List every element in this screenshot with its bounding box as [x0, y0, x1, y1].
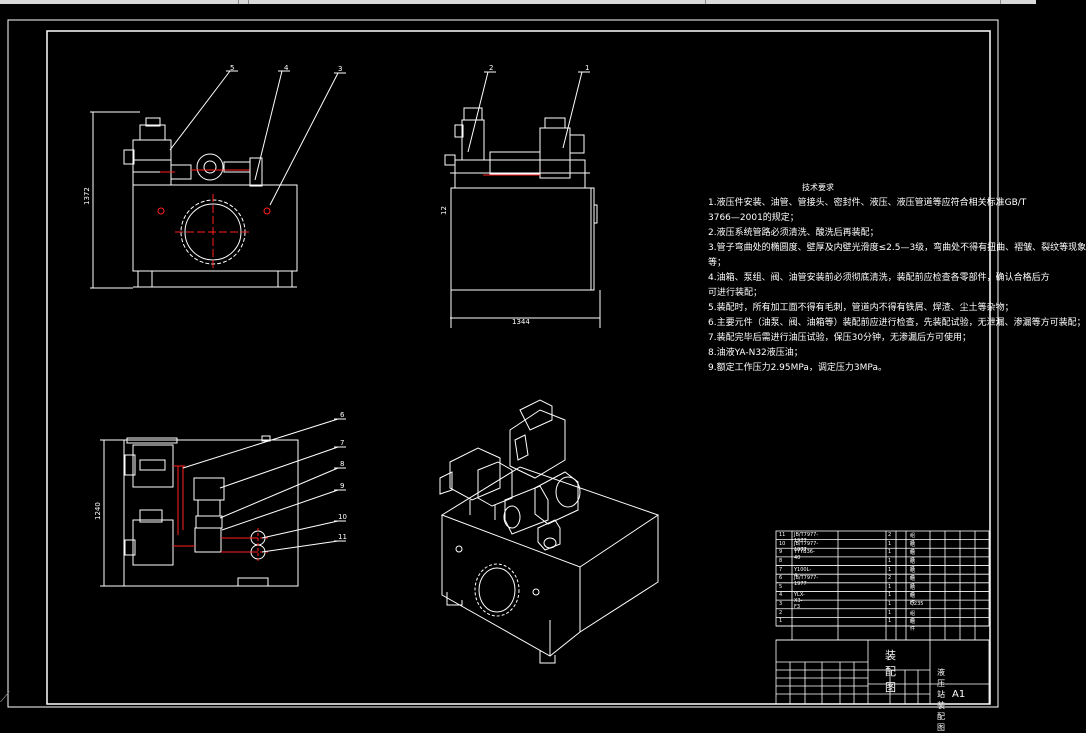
- parts-cell-no: 10: [779, 540, 786, 547]
- leader-label-3: 3: [338, 65, 343, 73]
- parts-cell-qty: 1: [888, 609, 892, 616]
- parts-cell-mat: 组件: [910, 619, 916, 633]
- svg-text:1344: 1344: [512, 318, 530, 326]
- parts-cell-no: 2: [779, 609, 783, 616]
- parts-cell-qty: 1: [888, 583, 892, 590]
- parts-cell-mat: 组件: [910, 576, 916, 590]
- parts-cell-code: Y100L-4: [794, 566, 812, 579]
- plan-view-leaders: [182, 418, 346, 553]
- ucs-icon: ⟋: [0, 690, 10, 706]
- outer-border: [7, 19, 999, 708]
- side-view: 1344 12: [440, 107, 601, 328]
- tech-line: 等；: [708, 258, 727, 268]
- svg-text:1372: 1372: [83, 187, 91, 205]
- parts-cell-no: 6: [779, 575, 783, 582]
- tech-line: 8.油液YA-N32液压油；: [708, 348, 803, 358]
- tech-line: 可进行装配；: [708, 288, 763, 298]
- parts-cell-code: YLX-X3-F3: [794, 592, 805, 611]
- drawing-title: 装配图: [885, 649, 896, 694]
- parts-cell-qty: 1: [888, 549, 892, 556]
- inner-border: [46, 30, 991, 705]
- parts-cell-no: 3: [779, 601, 783, 608]
- parts-cell-mat: 组件: [910, 533, 916, 546]
- tech-line: 5.装配时，所有加工面不得有毛刺，管道内不得有铁屑、焊渣、尘土等杂物；: [708, 303, 1014, 313]
- side-view-leaders: [467, 71, 590, 153]
- cad-drawing: 1372 1344 12: [7, 19, 999, 708]
- leader-label-7: 7: [340, 439, 345, 447]
- parts-cell-code: JB/T7977-1977: [794, 540, 819, 553]
- parts-cell-no: 8: [779, 557, 783, 564]
- parts-cell-code: JB/T7977-1977: [794, 532, 819, 544]
- leader-label-4: 4: [284, 64, 289, 72]
- parts-cell-mat: Q235: [910, 601, 924, 608]
- parts-cell-mat: 组件: [910, 550, 916, 564]
- parts-cell-mat: 组件: [910, 593, 916, 607]
- parts-cell-qty: 2: [888, 575, 892, 582]
- leader-label-6: 6: [340, 411, 345, 419]
- parts-cell-no: 4: [779, 592, 783, 599]
- leader-label-11: 11: [338, 533, 347, 541]
- tech-line: 7.装配完毕后需进行油压试验，保压30分钟，无渗漏后方可使用；: [708, 333, 972, 343]
- tech-line: 3766—2001的规定；: [708, 213, 799, 223]
- parts-cell-qty: 1: [888, 566, 892, 573]
- leader-label-2: 2: [489, 64, 494, 72]
- drawing-name: 液压站装配图: [937, 668, 945, 732]
- parts-cell-qty: 1: [888, 601, 892, 608]
- plan-view: 1240: [94, 435, 299, 587]
- parts-cell-qty: 1: [888, 592, 892, 599]
- leader-label-1: 1: [585, 64, 590, 72]
- parts-cell-mat: 组件: [910, 610, 916, 624]
- parts-cell-no: 9: [779, 549, 783, 556]
- tech-line: 2.液压系统管路必须清洗、酸洗后再装配；: [708, 228, 879, 238]
- parts-cell-mat: 组件: [910, 541, 916, 555]
- technical-requirements-title: 技术要求: [802, 183, 834, 192]
- leader-label-5: 5: [230, 64, 235, 72]
- parts-cell-no: 1: [779, 618, 783, 625]
- svg-text:1240: 1240: [94, 502, 102, 520]
- parts-cell-mat: 组件: [910, 584, 916, 598]
- parts-cell-no: 11: [779, 532, 786, 538]
- tech-line: 6.主要元件（油泵、阀、油箱等）装配前应进行检查，先装配试验，无泄漏、渗漏等方可…: [708, 318, 1086, 328]
- parts-cell-code: YYYB36-40: [794, 549, 815, 562]
- tech-line: 1.液压件安装、油管、管接头、密封件、液压、液压管道等应符合相关标准GB/T: [708, 198, 1027, 208]
- iso-view: [439, 399, 660, 664]
- leader-label-9: 9: [340, 482, 345, 490]
- parts-cell-qty: 1: [888, 618, 892, 625]
- toolbar-strip: [0, 0, 1036, 4]
- parts-cell-qty: 1: [888, 557, 892, 564]
- parts-cell-mat: 组件: [910, 558, 916, 572]
- parts-cell-mat: 组件: [910, 567, 916, 581]
- technical-requirements: 技术要求 1.液压件安装、油管、管接头、密封件、液压、液压管道等应符合相关标准G…: [708, 180, 1086, 376]
- parts-list: [775, 530, 990, 641]
- tech-line: 4.油箱、泵组、阀、油管安装前必须彻底清洗，装配前应检查各零部件，确认合格后方: [708, 273, 1050, 283]
- front-view: 1372: [83, 111, 298, 289]
- leader-labels: 1 2 3 4 5 6 7 8 9 10 11: [230, 64, 590, 541]
- leader-label-10: 10: [338, 513, 347, 521]
- parts-cell-no: 5: [779, 583, 783, 590]
- svg-text:12: 12: [440, 206, 448, 215]
- tech-line: 9.额定工作压力2.95MPa，调定压力3MPa。: [708, 363, 887, 373]
- sheet-size: A1: [952, 689, 966, 700]
- title-block: [775, 639, 990, 705]
- tech-line: 3.管子弯曲处的椭圆度、壁厚及内壁光滑度≤2.5—3级，弯曲处不得有扭曲、褶皱、…: [708, 243, 1086, 253]
- front-view-leaders: [169, 70, 346, 206]
- parts-cell-qty: 2: [888, 532, 892, 538]
- leader-label-8: 8: [340, 460, 345, 468]
- parts-cell-qty: 1: [888, 540, 892, 547]
- parts-cell-code: JB/T7977-1977: [794, 575, 819, 588]
- parts-cell-no: 7: [779, 566, 783, 573]
